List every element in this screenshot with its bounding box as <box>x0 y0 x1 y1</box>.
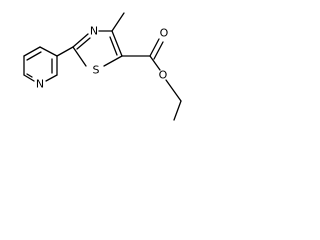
thiazole-nitrogen-label: N <box>90 25 98 38</box>
pyridine-ring <box>23 46 58 82</box>
bond-thiazole-c2-n3 <box>72 33 89 48</box>
chemical-structure: N N S O O <box>23 12 182 121</box>
ester-group <box>121 38 182 121</box>
bond-thiazole-c4-c5 <box>111 30 123 57</box>
bond-pyridine-5 <box>23 74 35 82</box>
bond-ester-o-ch2 <box>165 79 182 102</box>
bond-thiazole-c4-c5-inner <box>109 36 118 56</box>
carbonyl-oxygen-label: O <box>160 27 169 40</box>
bond-pyridine-1 <box>23 46 41 57</box>
bond-thiazole-c5-s1 <box>103 55 123 67</box>
thiazole-sulfur-label: S <box>93 64 100 77</box>
bond-carbonyl-o-2 <box>153 41 164 60</box>
bond-carbonyl-ester-o <box>149 55 161 71</box>
bond-pyridine-1-inner <box>26 51 42 61</box>
bond-pyridine-2 <box>39 46 58 57</box>
bond-pyridine-5-inner <box>26 73 33 78</box>
bond-ch2-ch3 <box>173 100 182 121</box>
bond-pyridine-4 <box>45 74 58 82</box>
pyridine-nitrogen-label: N <box>36 78 44 91</box>
ester-oxygen-label: O <box>159 69 168 82</box>
thiazole-ring <box>72 30 123 67</box>
bond-methyl <box>111 12 125 32</box>
bond-thiazole-c2-n3-inner <box>76 37 91 50</box>
bond-carbonyl-o-1 <box>149 38 160 57</box>
bond-thiazole-s1-c2 <box>72 46 87 67</box>
bond-ring-link <box>56 46 74 57</box>
